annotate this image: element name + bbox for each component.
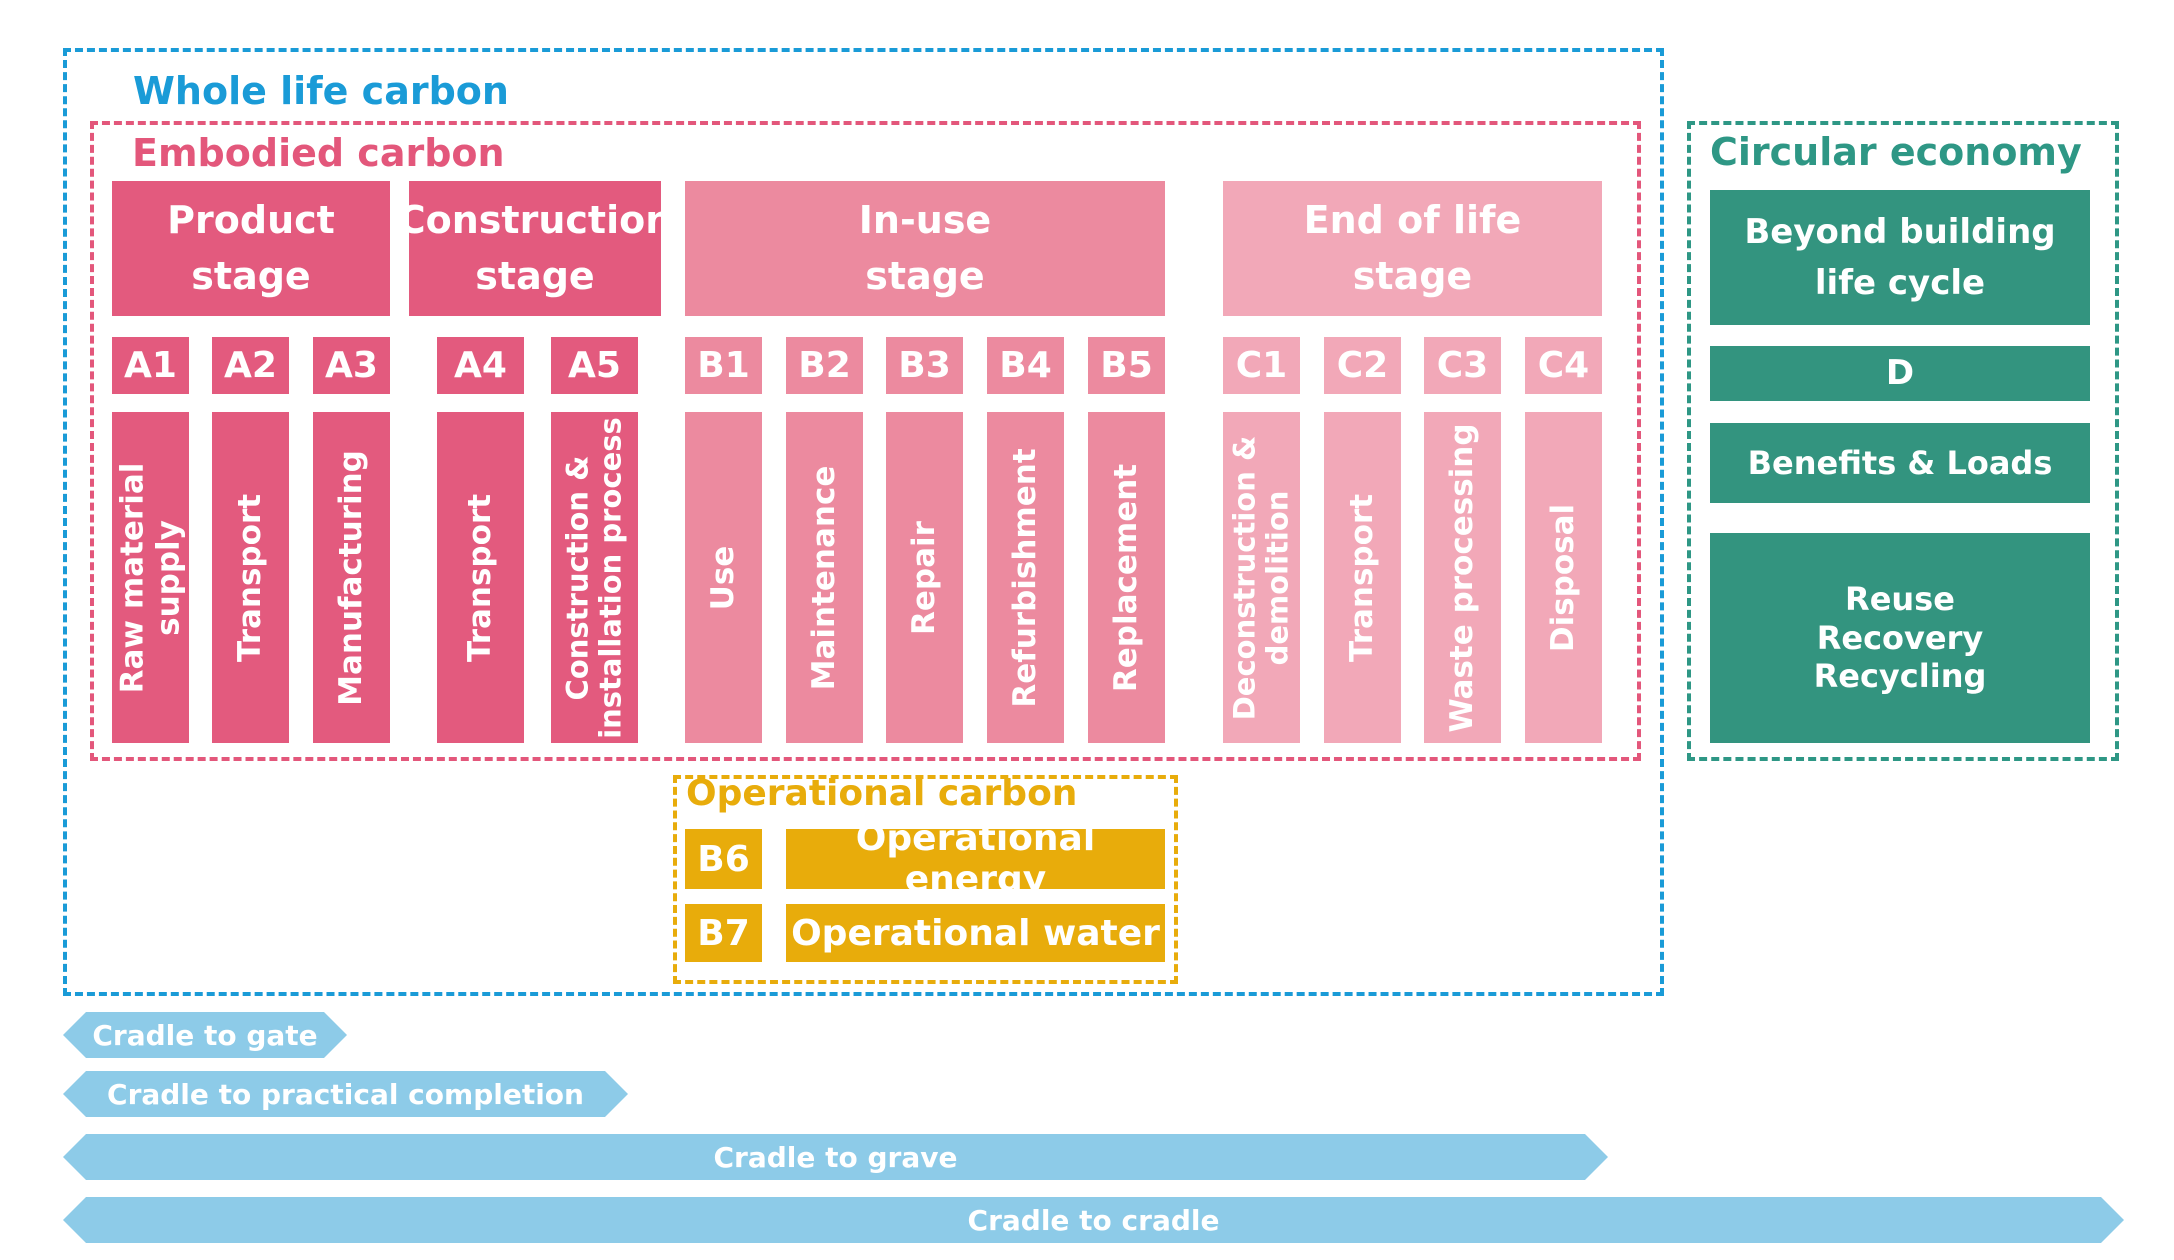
ce-item: Reuse [1845, 580, 1955, 619]
module-code-b3: B3 [886, 337, 963, 394]
arrow-shape [63, 1012, 347, 1058]
beyond-building-life-cycle: Beyond building life cycle [1710, 190, 2090, 325]
arrow-label: Cradle to practical completion [107, 1077, 584, 1111]
cradle-to-cradle-arrow: Cradle to cradle [63, 1197, 2124, 1243]
stage-line: stage [865, 253, 985, 298]
operational-carbon-title: Operational carbon [686, 773, 1078, 814]
construction-stage-header: Construction stage [398, 181, 672, 316]
module-code-b7: B7 [685, 904, 762, 962]
operational-water: Operational water [786, 904, 1165, 962]
module-code-c4: C4 [1525, 337, 1602, 394]
stage-line: Product [167, 198, 335, 243]
module-label-line: installation process [593, 416, 628, 739]
embodied-carbon-frame [90, 121, 1641, 761]
stage-line: stage [1352, 253, 1473, 298]
module-code-a1: A1 [112, 337, 189, 394]
module-code-a5: A5 [551, 337, 638, 394]
stage-line: End of life [1303, 198, 1522, 243]
module-code-b6: B6 [685, 829, 762, 889]
module-b3-repair: Repair [886, 412, 963, 743]
module-label-line: Maintenance [805, 465, 842, 690]
module-a2-transport: Transport [212, 412, 289, 743]
cradle-to-practical-completion-arrow: Cradle to practical completion [63, 1071, 628, 1117]
module-a4-transport: Transport [437, 412, 524, 743]
module-label-line: Disposal [1544, 503, 1581, 652]
operational-energy: Operational energy [786, 818, 1165, 900]
module-c4-disposal: Disposal [1525, 412, 1602, 743]
module-label-line: Deconstruction & [1227, 435, 1262, 720]
stage-line: In-use [858, 198, 992, 243]
module-code-c2: C2 [1324, 337, 1401, 394]
in-use-stage-header: In-use stage [685, 181, 1165, 316]
module-label-line: Use [704, 545, 741, 610]
module-c2-transport: Transport [1324, 412, 1401, 743]
arrow-label: Cradle to grave [713, 1140, 958, 1174]
arrow-label: Cradle to cradle [967, 1203, 1220, 1237]
module-label-line: Repair [905, 520, 942, 635]
module-code-c3: C3 [1424, 337, 1501, 394]
whole-life-carbon-frame [63, 48, 1664, 996]
module-b5-replacement: Replacement [1088, 412, 1165, 743]
module-label-line: Transport [461, 493, 498, 662]
ce-item: Recovery [1816, 618, 1984, 657]
module-label-line: Refurbishment [1006, 447, 1043, 708]
arrow-shape [63, 1134, 1608, 1180]
module-code-b4: B4 [987, 337, 1064, 394]
module-label-line: Construction & [560, 455, 595, 700]
module-label-line: demolition [1260, 490, 1295, 665]
cradle-to-gate-arrow: Cradle to gate [63, 1012, 347, 1058]
embodied-carbon-title: Embodied carbon [132, 131, 505, 175]
ce-header-line: Beyond building [1744, 211, 2056, 252]
product-stage-header: Product stage [112, 181, 390, 316]
module-code-c1: C1 [1223, 337, 1300, 394]
whole-life-carbon-title: Whole life carbon [133, 69, 509, 113]
module-code-d: D [1710, 346, 2090, 401]
module-c1-deconstruction-demolition: Deconstruction &demolition [1223, 412, 1300, 743]
module-label-line: Manufacturing [332, 449, 369, 706]
ce-header-line: life cycle [1814, 262, 1986, 303]
end-of-life-stage-header: End of life stage [1223, 181, 1602, 316]
arrow-shape [63, 1197, 2124, 1243]
circular-economy-frame [1687, 121, 2119, 761]
circular-economy-title: Circular economy [1710, 130, 2082, 174]
module-a3-manufacturing: Manufacturing [313, 412, 390, 743]
module-label-line: Raw material [113, 462, 150, 693]
module-label-line: Transport [1343, 493, 1380, 662]
module-code-a2: A2 [212, 337, 289, 394]
stage-line: stage [191, 253, 311, 298]
module-b1-use: Use [685, 412, 762, 743]
module-c3-waste-processing: Waste processing [1424, 412, 1501, 743]
module-b4-refurbishment: Refurbishment [987, 412, 1064, 743]
stage-line: stage [475, 253, 595, 298]
stage-line: Construction [397, 198, 673, 243]
arrow-label: Cradle to gate [92, 1018, 318, 1052]
module-code-a4: A4 [437, 337, 524, 394]
benefits-and-loads: Benefits & Loads [1710, 423, 2090, 503]
operational-carbon-frame [673, 775, 1178, 984]
module-code-a3: A3 [313, 337, 390, 394]
module-label-line: Waste processing [1443, 422, 1480, 733]
cradle-to-grave-arrow: Cradle to grave [63, 1134, 1608, 1180]
module-label-line: supply [149, 519, 186, 636]
module-code-b1: B1 [685, 337, 762, 394]
module-code-b5: B5 [1088, 337, 1165, 394]
module-code-b2: B2 [786, 337, 863, 394]
module-label-line: Transport [231, 493, 268, 662]
module-b2-maintenance: Maintenance [786, 412, 863, 743]
ce-item: Recycling [1813, 657, 1987, 696]
module-a5-construction-installation: Construction &installation process [551, 412, 638, 743]
module-label-line: Replacement [1107, 463, 1144, 692]
arrow-shape [63, 1071, 628, 1117]
